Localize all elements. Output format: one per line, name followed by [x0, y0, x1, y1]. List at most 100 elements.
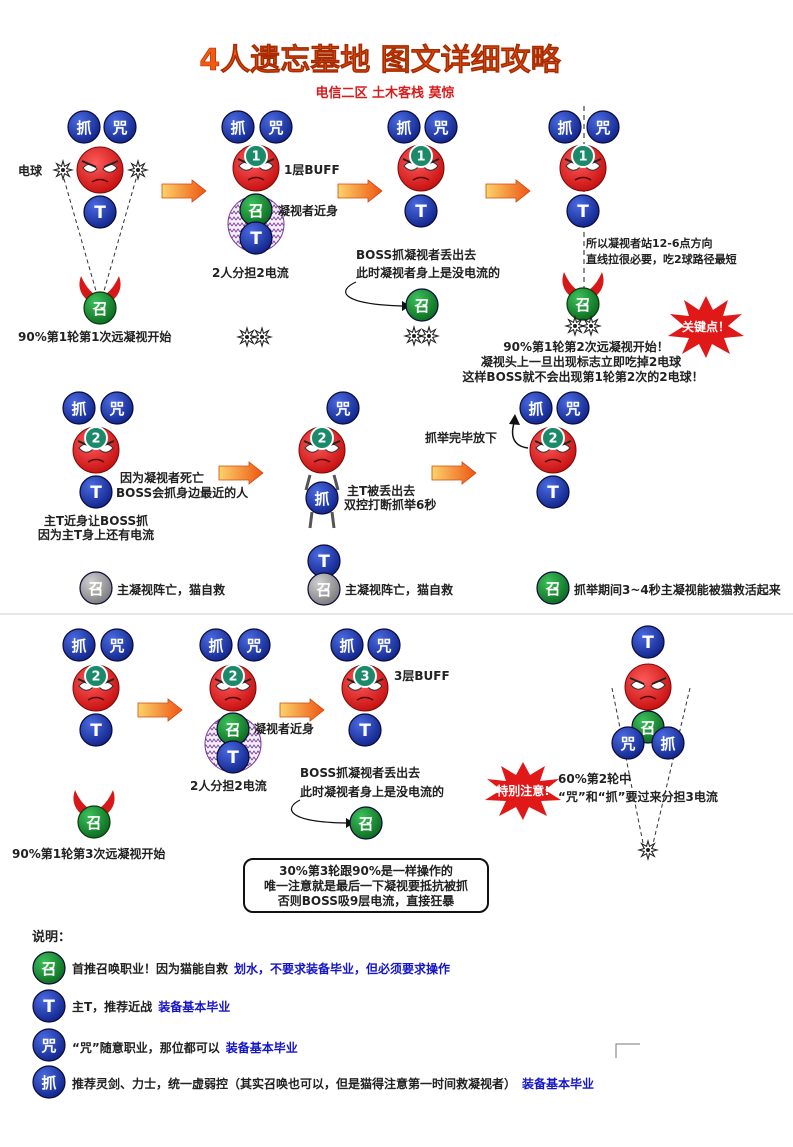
claw-icon — [304, 474, 340, 491]
svg-text:T: T — [250, 229, 262, 249]
svg-text:2: 2 — [548, 432, 557, 447]
summon-token: 召 — [349, 806, 383, 840]
svg-text:召: 召 — [640, 719, 655, 737]
boss-icon: 1 — [559, 144, 607, 192]
svg-text:咒: 咒 — [335, 400, 350, 418]
electric-ball-icon — [126, 158, 150, 182]
svg-text:咒: 咒 — [376, 637, 391, 655]
svg-text:咒: 咒 — [246, 637, 261, 655]
special-note-badge: 特别注意! — [485, 762, 561, 820]
scene-3-3: 抓 咒 3 3层BUFF T BOSS抓凝视者丢出去 此时凝视者身上是没电流的 … — [290, 628, 450, 840]
buff-marker-icon: 2 — [310, 426, 334, 450]
right-arrow-icon — [279, 698, 325, 722]
electric-ball-icon — [402, 324, 426, 348]
tank-thrown-label-2: 双控打断抓举6秒 — [344, 497, 436, 512]
svg-text:抓: 抓 — [71, 400, 86, 418]
tank-token: T — [32, 989, 66, 1023]
scene-2-1: 抓 咒 2 T 因为凝视者死亡 BOSS会抓身边最近的人 主T近身让BOSS抓 … — [38, 391, 249, 605]
svg-text:召: 召 — [575, 296, 590, 314]
tank-token: T — [239, 221, 273, 255]
svg-text:抓: 抓 — [557, 119, 572, 137]
throw-arrow-icon — [290, 799, 347, 824]
svg-text:T: T — [415, 202, 427, 222]
svg-text:召: 召 — [88, 580, 103, 598]
buff-marker-icon: 2 — [84, 664, 108, 688]
svg-text:召: 召 — [545, 580, 560, 598]
key-point-badge: 关键点！ — [668, 296, 744, 358]
gazer-dead-label-2: BOSS会抓身边最近的人 — [116, 485, 249, 500]
boss-throw-label-4: 此时凝视者身上是没电流的 — [300, 784, 444, 799]
tank-token: T — [348, 713, 382, 747]
grab-done-label: 抓举完毕放下 — [425, 430, 497, 445]
svg-text:特别注意!: 特别注意! — [496, 783, 549, 798]
grab-token: 抓 — [62, 391, 96, 425]
svg-text:2: 2 — [91, 432, 100, 447]
gazer-close-label: 凝视者近身 — [278, 203, 338, 218]
right-arrow-icon — [218, 461, 264, 485]
buff-1-label: 1层BUFF — [284, 163, 340, 177]
summon-token: 召 — [216, 712, 250, 746]
svg-text:抓: 抓 — [208, 637, 223, 655]
boss-icon: 2 — [72, 426, 120, 474]
svg-text:咒: 咒 — [565, 400, 580, 418]
scene-1-4: 抓 咒 1 T 所以凝视者站12-6点方向 直线拉很必要，吃2球路径最短 召 关… — [462, 106, 744, 384]
tank-token: T — [307, 544, 341, 578]
rule-line-2: 唯一注意就是最后一下凝视要抵抗被抓 — [264, 878, 468, 893]
corner-mark — [615, 1043, 640, 1058]
svg-text:咒: 咒 — [112, 119, 127, 137]
note-item-summoner: 召 首推召唤职业！因为猫能自救划水，不要求装备毕业，但必须要求操作 — [32, 951, 450, 985]
grab-token: 抓 — [199, 628, 233, 662]
grab-token: 抓 — [62, 628, 96, 662]
svg-text:关键点！: 关键点！ — [682, 319, 730, 334]
rule-line-3: 否则BOSS吸9层电流，直接狂暴 — [277, 893, 455, 908]
svg-text:推荐灵剑、力士，统一虚弱控（其实召唤也可以，但是猫得注意第一: 推荐灵剑、力士，统一虚弱控（其实召唤也可以，但是猫得注意第一时间救凝视者）装备基… — [72, 1076, 594, 1091]
svg-text:召: 召 — [86, 814, 101, 832]
rule-note-box: 30%第3轮跟90%是一样操作的 唯一注意就是最后一下凝视要抵抗被抓 否则BOS… — [243, 858, 489, 913]
p60-label-1: 60%第2轮中 — [558, 771, 631, 786]
summon-token: 召 — [405, 288, 439, 322]
scene-1-1: 电球 抓 咒 T 召 90%第1轮第1次远凝视开始 — [18, 110, 171, 344]
svg-text:T: T — [547, 483, 559, 503]
svg-text:1: 1 — [578, 150, 587, 165]
curse-token: 咒 — [100, 628, 134, 662]
electric-ball-icon — [51, 158, 75, 182]
summon-token: 召 — [239, 193, 273, 227]
second-gaze-label-2: 凝视头上一旦出现标志立即吃掉2电球 — [481, 354, 682, 369]
curse-token: 咒 — [103, 110, 137, 144]
svg-text:抓: 抓 — [528, 400, 543, 418]
curse-token: 咒 — [100, 391, 134, 425]
buff-marker-icon: 1 — [409, 144, 433, 168]
curse-token: 咒 — [237, 628, 271, 662]
boss-icon: 1 — [397, 144, 445, 192]
rule-line-1: 30%第3轮跟90%是一样操作的 — [279, 863, 453, 878]
tank-token: T — [216, 740, 250, 774]
tank-token: T — [631, 625, 665, 659]
svg-text:T: T — [642, 633, 654, 653]
stand-label-1: 所以凝视者站12-6点方向 — [586, 236, 713, 250]
note-item-curse: 咒 “咒”随意职业，那位都可以装备基本毕业 — [32, 1028, 298, 1062]
gazer-summoner-token: 召 — [73, 790, 115, 839]
share-label-2: 2人分担2电流 — [190, 778, 267, 793]
scene-3-2: 抓 咒 2 召 T 凝视者近身 2人分担2电流 — [190, 628, 314, 793]
right-arrow-icon — [137, 698, 183, 722]
svg-text:T: T — [227, 748, 239, 768]
svg-text:抓: 抓 — [314, 490, 329, 508]
text-first-far-gaze: 90%第1轮第1次远凝视开始 — [18, 329, 171, 344]
grab-token: 抓 — [67, 110, 101, 144]
tank-grab-label-1: 主T近身让BOSS抓 — [44, 513, 148, 528]
buff-marker-icon: 2 — [84, 426, 108, 450]
note-text: 主T，推荐近战 — [72, 999, 152, 1014]
throw-arrow-icon — [345, 281, 403, 307]
buff-marker-icon: 1 — [244, 144, 268, 168]
svg-text:抓: 抓 — [230, 119, 245, 137]
stand-label-2: 直线拉很必要，吃2球路径最短 — [586, 252, 737, 266]
notes-heading: 说明： — [32, 929, 71, 945]
grab-token: 抓 — [221, 110, 255, 144]
boss-icon: 2 — [209, 664, 257, 712]
scene-2-3: 抓 咒 抓举完毕放下 2 T 召 抓举期间3~4秒主凝视能被猫救活起来 — [425, 391, 782, 605]
scene-1-3: 抓 咒 1 T BOSS抓凝视者丢出去 此时凝视者身上是没电流的 召 — [345, 110, 500, 348]
third-gaze-label: 90%第1轮第3次远凝视开始 — [12, 846, 165, 861]
